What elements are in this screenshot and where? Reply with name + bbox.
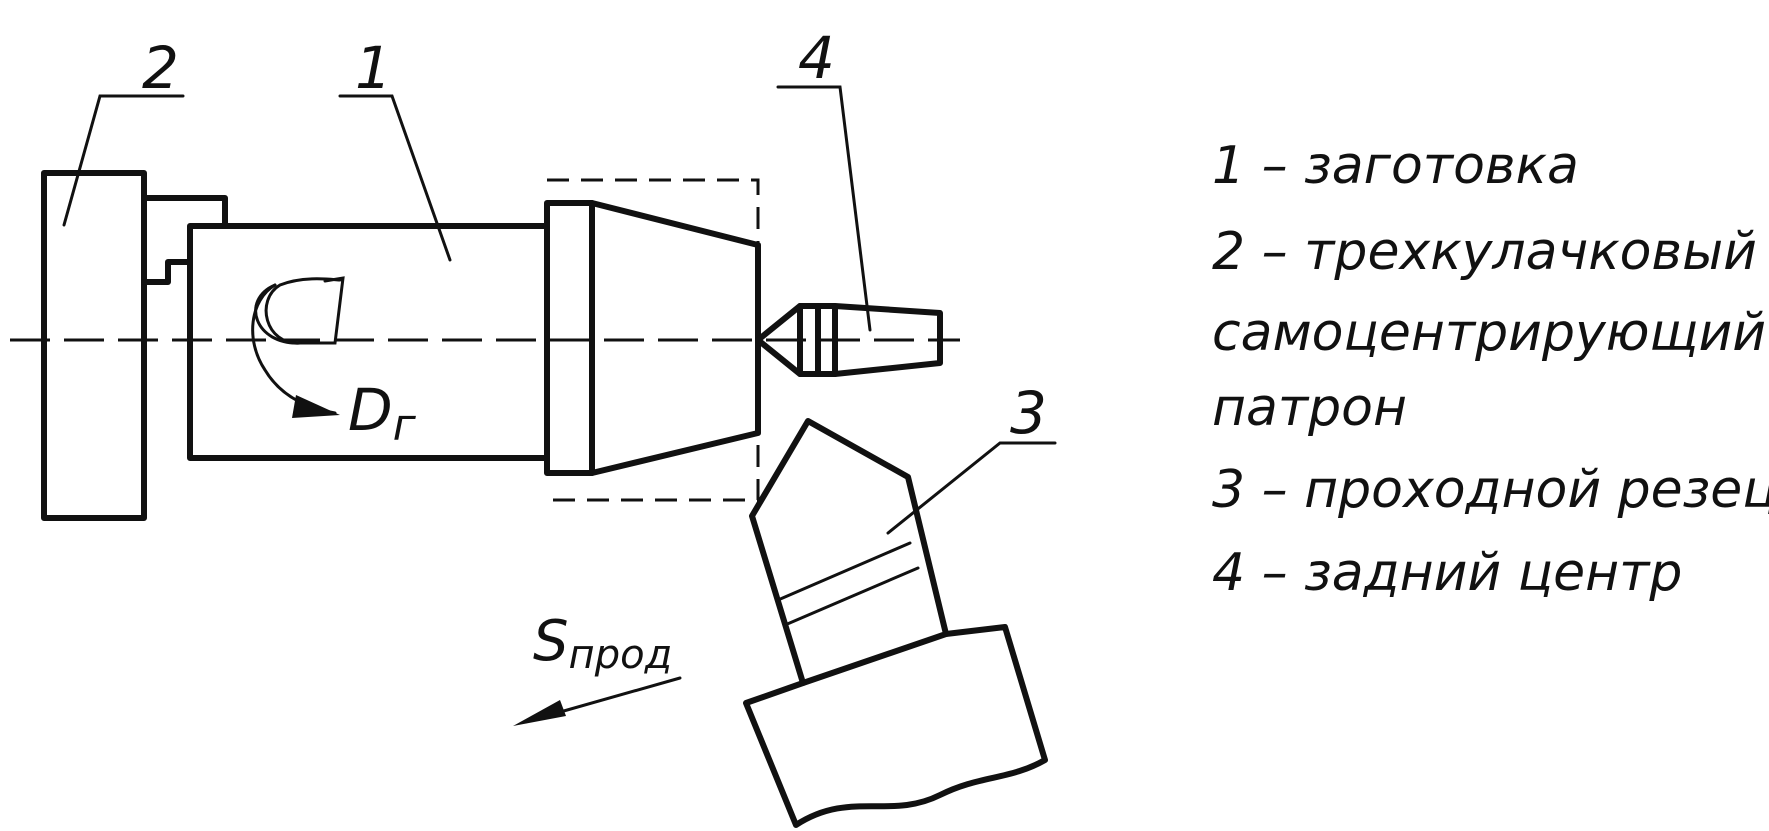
legend-line-1: 1 – заготовка xyxy=(1212,136,1579,196)
leader-2 xyxy=(62,94,185,227)
leader-4 xyxy=(776,85,872,332)
rotation-arrowhead xyxy=(292,395,340,418)
leader-3 xyxy=(886,441,1057,535)
feed-arrowhead xyxy=(513,700,566,726)
rear-center xyxy=(755,303,943,377)
turning-tool xyxy=(743,418,1048,828)
legend-line-5: 3 – проходной резец xyxy=(1212,460,1769,520)
tailstock-quill xyxy=(544,200,761,476)
three-jaw-chuck xyxy=(41,170,228,521)
legend: 1 – заготовка 2 – трехкулачковый самоцен… xyxy=(1212,136,1769,603)
label-part-2: 2 xyxy=(142,34,179,102)
legend-line-3: самоцентрирующий xyxy=(1212,303,1766,363)
legend-line-2: 2 – трехкулачковый xyxy=(1212,222,1757,282)
label-part-1: 1 xyxy=(355,34,392,102)
feed-arrow xyxy=(513,676,682,726)
rotation-arrow xyxy=(251,276,345,418)
feed-label: Sпрод xyxy=(533,609,672,678)
rotation-label: Dг xyxy=(348,376,417,451)
legend-line-4: патрон xyxy=(1212,378,1407,438)
legend-line-6: 4 – задний центр xyxy=(1212,543,1682,603)
dashed-frame xyxy=(547,178,760,502)
label-part-3: 3 xyxy=(1010,379,1047,447)
leader-1 xyxy=(338,94,452,262)
label-part-4: 4 xyxy=(798,24,835,92)
